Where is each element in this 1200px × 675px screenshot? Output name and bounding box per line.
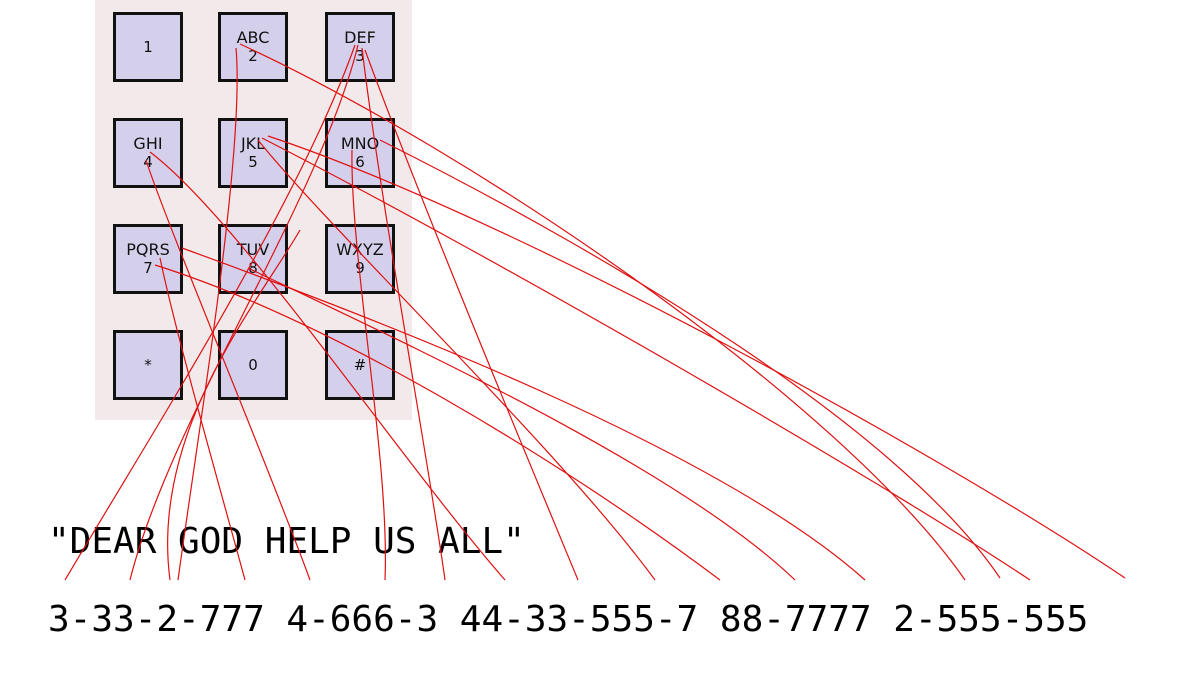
key-digit: 9: [355, 259, 365, 277]
connector-line: [379, 139, 1001, 579]
key-0[interactable]: 0: [218, 330, 288, 400]
key-4[interactable]: GHI 4: [113, 118, 183, 188]
key-letters: MNO: [340, 134, 380, 153]
key-1[interactable]: 1: [113, 12, 183, 82]
key-letters: GHI: [133, 134, 163, 153]
key-6[interactable]: MNO 6: [325, 118, 395, 188]
key-digit: 5: [248, 153, 258, 171]
quote-text: "DEAR GOD HELP US ALL": [48, 521, 525, 562]
key-digit: 8: [248, 259, 258, 277]
keypad-code-text: 3-33-2-777 4-666-3 44-33-555-7 88-7777 2…: [48, 599, 1089, 640]
key-digit: *: [144, 355, 152, 374]
key-letters: ABC: [236, 28, 270, 47]
key-digit: 6: [355, 153, 365, 171]
key-letters: TUV: [236, 240, 270, 259]
key-digit: 0: [248, 355, 258, 374]
key-letters: DEF: [344, 28, 376, 47]
key-2[interactable]: ABC 2: [218, 12, 288, 82]
key-5[interactable]: JKL 5: [218, 118, 288, 188]
key-digit: #: [353, 355, 367, 374]
key-hash[interactable]: #: [325, 330, 395, 400]
key-digit: 3: [355, 47, 365, 65]
key-digit: 7: [143, 259, 153, 277]
key-letters: JKL: [240, 134, 266, 153]
key-letters: WXYZ: [336, 240, 384, 259]
key-digit: 1: [143, 37, 153, 56]
key-9[interactable]: WXYZ 9: [325, 224, 395, 294]
key-8[interactable]: TUV 8: [218, 224, 288, 294]
key-letters: PQRS: [126, 240, 170, 259]
key-7[interactable]: PQRS 7: [113, 224, 183, 294]
key-star[interactable]: *: [113, 330, 183, 400]
key-digit: 2: [248, 47, 258, 65]
key-digit: 4: [143, 153, 153, 171]
key-3[interactable]: DEF 3: [325, 12, 395, 82]
